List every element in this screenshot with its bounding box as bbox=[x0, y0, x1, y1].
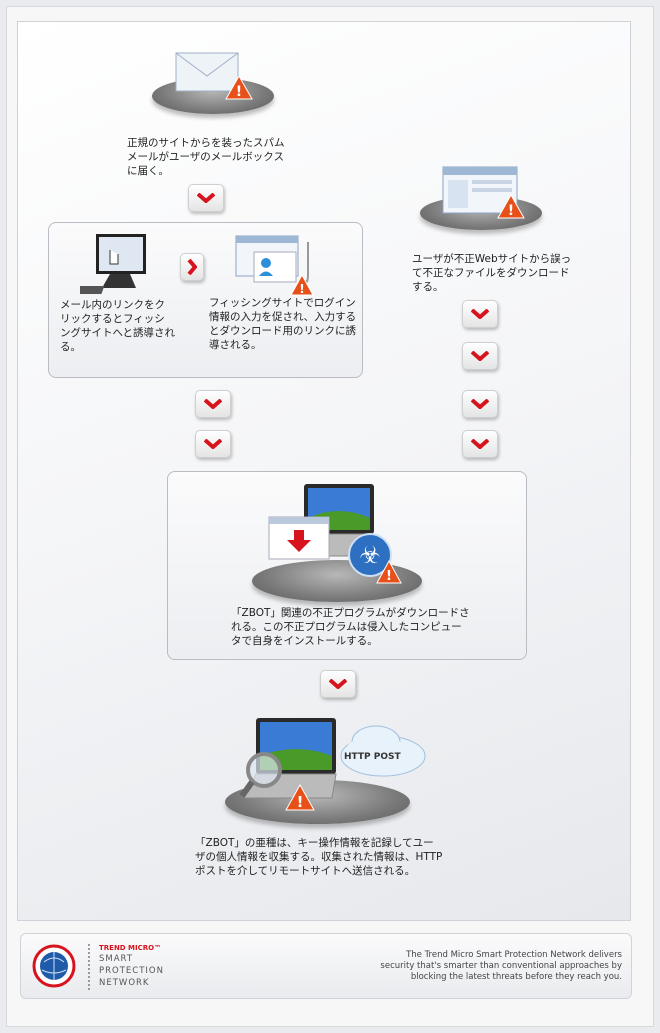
chevron-down-icon bbox=[329, 679, 347, 689]
svg-text:!: ! bbox=[299, 282, 304, 296]
down-arrow bbox=[188, 184, 224, 212]
down-arrow bbox=[195, 390, 231, 418]
step-spam-text: 正規のサイトからを装ったスパムメールがユーザのメールボックスに届く。 bbox=[127, 137, 285, 177]
malicious-website-icon bbox=[442, 166, 518, 214]
step-download-text: 「ZBOT」関連の不正プログラムがダウンロードされる。この不正プログラムは侵入し… bbox=[231, 607, 470, 647]
chevron-down-icon bbox=[471, 309, 489, 319]
monitor-click-icon bbox=[80, 234, 146, 294]
down-arrow bbox=[462, 342, 498, 370]
step-web-text: ユーザが不正Webサイトから誤って不正なファイルをダウンロードする。 bbox=[412, 253, 572, 293]
step-steal-text: 「ZBOT」の亜種は、キー操作情報を記録してユーザの個人情報を収集する。収集され… bbox=[195, 837, 443, 877]
down-arrow bbox=[195, 430, 231, 458]
warning-icon: ! bbox=[285, 784, 315, 811]
step-phishing-text: フィッシングサイトでログイン情報の入力を促され、入力するとダウンロード用のリンク… bbox=[209, 297, 357, 351]
down-arrow bbox=[462, 430, 498, 458]
svg-text:!: ! bbox=[386, 569, 392, 584]
svg-text:!: ! bbox=[297, 793, 304, 811]
footer bbox=[20, 933, 632, 999]
biohazard-icon: ☣ bbox=[348, 533, 392, 577]
warning-icon: ! bbox=[225, 75, 253, 100]
svg-text:!: ! bbox=[236, 84, 242, 100]
footer-tagline: The Trend Micro Smart Protection Network… bbox=[380, 950, 622, 982]
chevron-down-icon bbox=[471, 399, 489, 409]
phishing-site-icon bbox=[235, 235, 309, 287]
smart-protection-network-logo bbox=[32, 944, 76, 988]
cloud-icon bbox=[340, 725, 426, 777]
warning-icon: ! bbox=[290, 274, 314, 296]
down-arrow bbox=[462, 390, 498, 418]
brand-line-1: SMART bbox=[99, 954, 134, 964]
chevron-down-icon bbox=[204, 439, 222, 449]
svg-text:☣: ☣ bbox=[359, 541, 381, 569]
http-post-label: HTTP POST bbox=[344, 752, 401, 762]
brand-line-2: PROTECTION bbox=[99, 966, 164, 976]
chevron-right-icon bbox=[187, 259, 197, 275]
chevron-down-icon bbox=[197, 193, 215, 203]
brand-line-3: NETWORK bbox=[99, 978, 150, 988]
down-arrow bbox=[462, 300, 498, 328]
chevron-down-icon bbox=[471, 439, 489, 449]
chevron-down-icon bbox=[471, 351, 489, 361]
phishing-group bbox=[48, 222, 363, 378]
svg-text:!: ! bbox=[508, 203, 514, 219]
envelope-icon bbox=[175, 52, 239, 92]
chevron-down-icon bbox=[204, 399, 222, 409]
right-arrow bbox=[180, 253, 204, 281]
magnifier-icon bbox=[240, 752, 282, 798]
step-click-link-text: メール内のリンクをクリックするとフィッシングサイトへと誘導される。 bbox=[60, 299, 175, 353]
download-window-icon bbox=[268, 516, 330, 560]
warning-icon: ! bbox=[376, 560, 402, 584]
divider bbox=[88, 944, 90, 990]
down-arrow bbox=[320, 670, 356, 698]
brand-name: TREND MICRO™ bbox=[99, 944, 162, 952]
warning-icon: ! bbox=[497, 194, 525, 219]
